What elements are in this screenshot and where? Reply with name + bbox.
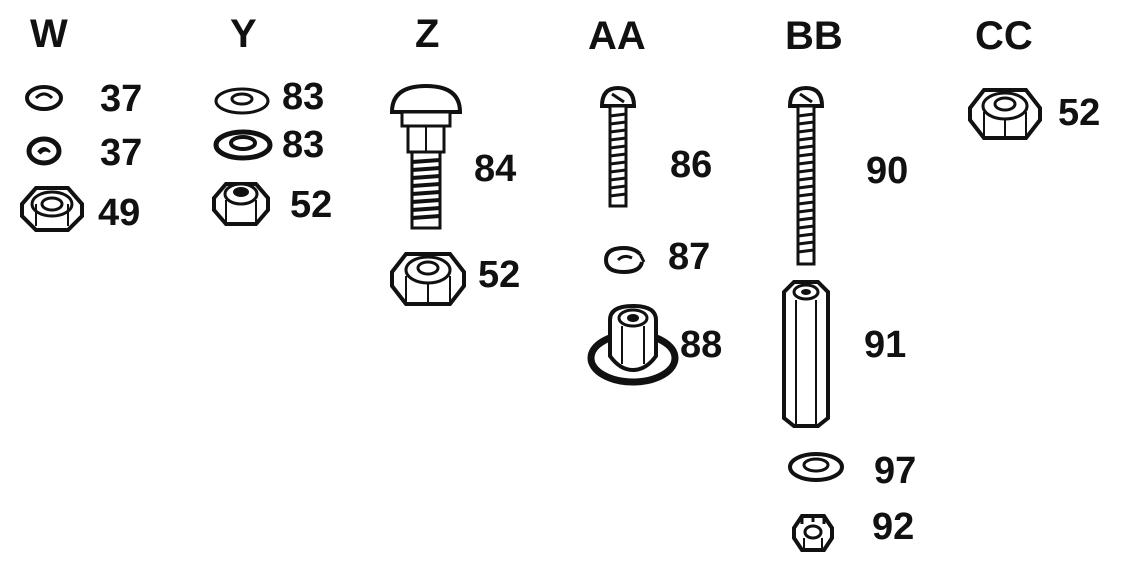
castle-nut-icon bbox=[788, 508, 838, 554]
part-number-label: 49 bbox=[98, 194, 140, 232]
part-number-label: 97 bbox=[874, 452, 916, 490]
part-number-label: 87 bbox=[668, 238, 710, 276]
column-header-cc: CC bbox=[975, 16, 1033, 56]
hex-standoff-icon bbox=[780, 278, 832, 430]
carriage-bolt-icon bbox=[384, 82, 468, 234]
flange-nut-icon bbox=[586, 300, 680, 386]
part-number-label: 90 bbox=[866, 152, 908, 190]
long-screw-icon bbox=[786, 84, 826, 268]
part-number-label: 91 bbox=[864, 326, 906, 364]
lock-nut-icon bbox=[386, 246, 470, 310]
flat-washer-icon bbox=[24, 84, 64, 112]
lock-nut-icon bbox=[964, 82, 1046, 144]
part-number-label: 88 bbox=[680, 326, 722, 364]
part-number-label: 37 bbox=[100, 134, 142, 172]
flat-washer-icon bbox=[212, 128, 274, 162]
part-number-label: 83 bbox=[282, 78, 324, 116]
column-header-aa: AA bbox=[588, 16, 646, 56]
column-header-bb: BB bbox=[785, 16, 843, 56]
part-number-label: 86 bbox=[670, 146, 712, 184]
part-number-label: 37 bbox=[100, 80, 142, 118]
lock-washer-icon bbox=[26, 136, 62, 166]
part-number-label: 84 bbox=[474, 150, 516, 188]
part-number-label: 52 bbox=[478, 256, 520, 294]
part-number-label: 92 bbox=[872, 508, 914, 546]
flat-washer-icon bbox=[786, 450, 846, 484]
column-header-y: Y bbox=[230, 14, 257, 54]
column-header-z: Z bbox=[415, 14, 439, 54]
part-number-label: 52 bbox=[1058, 94, 1100, 132]
split-washer-icon bbox=[600, 244, 650, 276]
machine-screw-icon bbox=[598, 84, 638, 210]
column-header-w: W bbox=[30, 14, 68, 54]
flat-washer-icon bbox=[212, 86, 272, 116]
part-number-label: 52 bbox=[290, 186, 332, 224]
lock-nut-icon bbox=[208, 174, 274, 230]
hex-nut-icon bbox=[12, 182, 92, 234]
part-number-label: 83 bbox=[282, 126, 324, 164]
